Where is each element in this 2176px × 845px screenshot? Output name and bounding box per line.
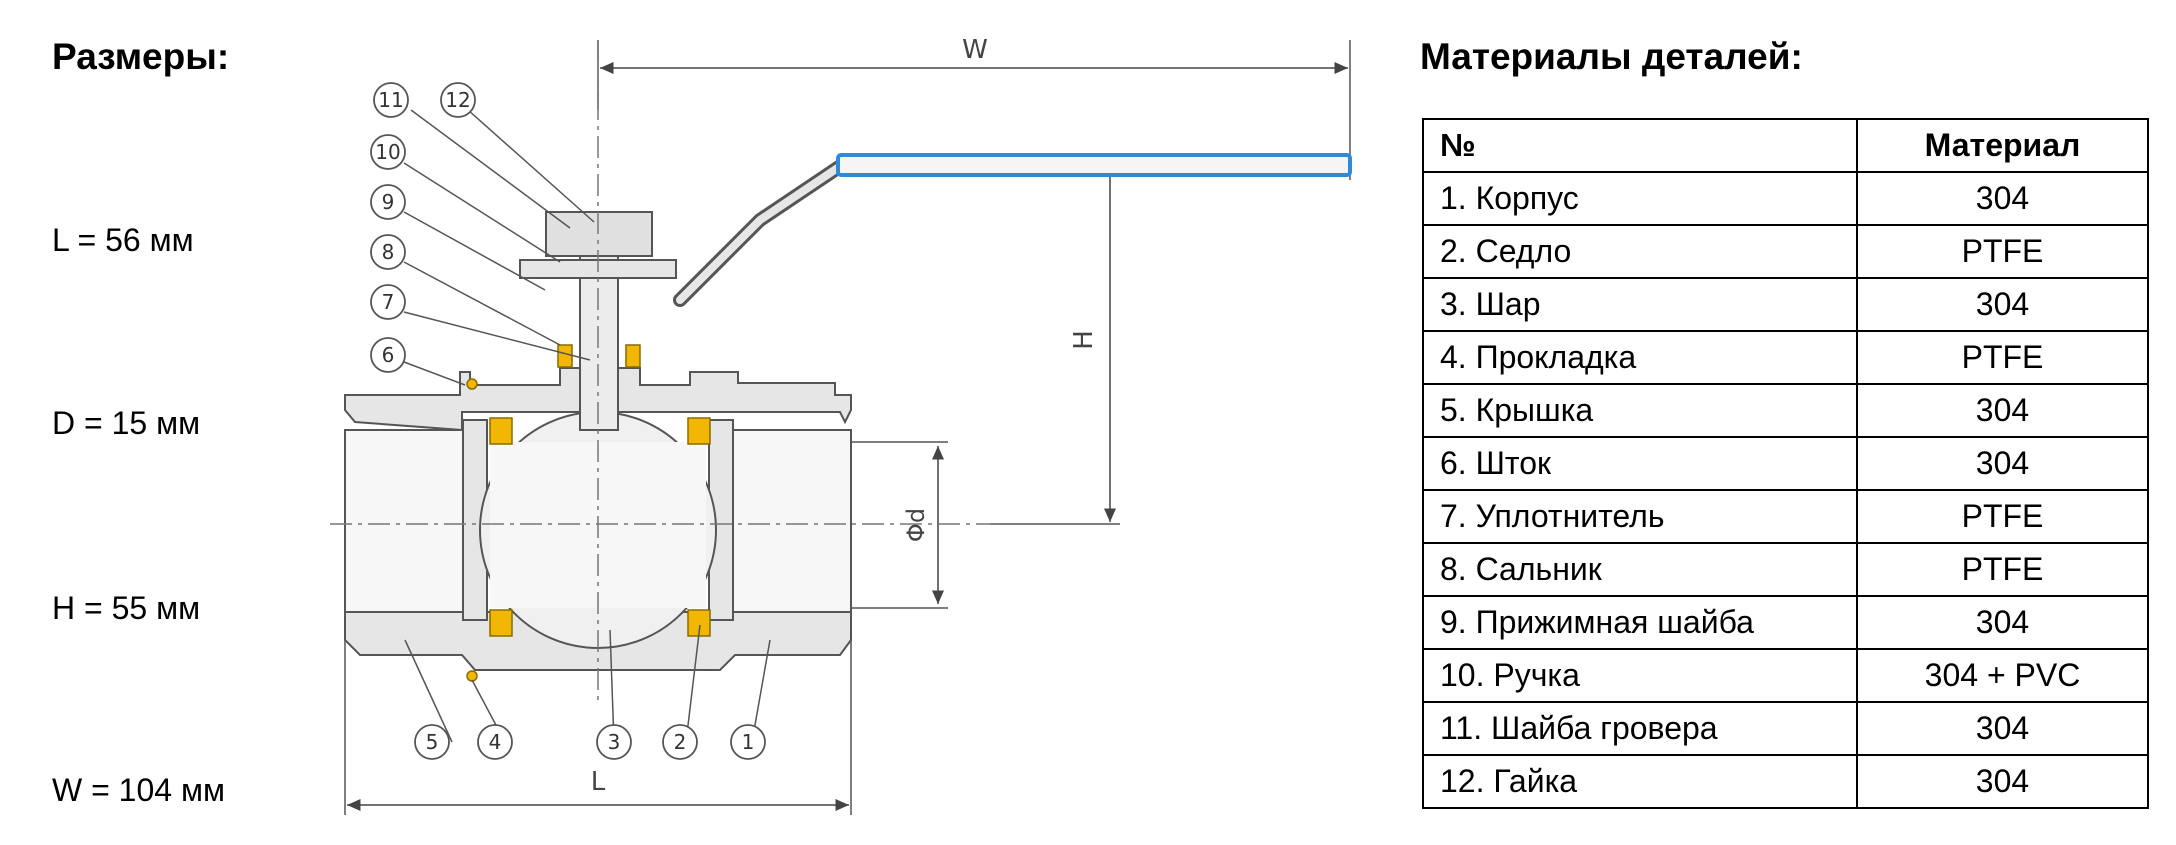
callout-5	[414, 724, 450, 760]
column-header-num: №	[1422, 118, 1858, 173]
part-material: PTFE	[1856, 224, 2149, 279]
callout-2	[662, 724, 698, 760]
callout-label-3: 3	[608, 730, 621, 754]
part-material: 304	[1856, 171, 2149, 226]
part-name: 9. Прижимная шайба	[1422, 595, 1858, 650]
part-material: PTFE	[1856, 489, 2149, 544]
part-name: 1. Корпус	[1422, 171, 1858, 226]
column-header-material: Материал	[1856, 118, 2149, 173]
part-material: 304	[1856, 754, 2149, 809]
callout-6	[370, 337, 406, 373]
callout-label-6: 6	[382, 343, 395, 367]
dimension-l: L = 56 мм	[52, 222, 194, 258]
dimensions-title: Размеры:	[52, 36, 230, 77]
materials-title: Материалы деталей:	[1420, 36, 1803, 77]
part-material: 304	[1856, 701, 2149, 756]
dim-label-d: Φd	[902, 508, 930, 542]
callout-7	[370, 284, 406, 320]
part-name: 6. Шток	[1422, 436, 1858, 491]
part-name: 5. Крышка	[1422, 383, 1858, 438]
callout-8	[370, 234, 406, 270]
part-name: 11. Шайба гровера	[1422, 701, 1858, 756]
callout-label-8: 8	[382, 240, 395, 264]
dim-label-l: L	[591, 767, 606, 797]
ball-valve-drawing: W H Φd L	[330, 35, 1352, 815]
callout-label-11: 11	[378, 88, 403, 112]
callout-12	[440, 82, 476, 118]
callout-label-2: 2	[674, 730, 687, 754]
dim-label-h: H	[1069, 330, 1099, 350]
part-material: 304	[1856, 277, 2149, 332]
part-name: 8. Сальник	[1422, 542, 1858, 597]
part-name: 2. Седло	[1422, 224, 1858, 279]
callout-label-4: 4	[489, 730, 502, 754]
handle-grip	[836, 153, 1352, 177]
dimension-h: H = 55 мм	[52, 590, 201, 626]
callout-label-10: 10	[375, 140, 400, 164]
dim-label-w: W	[962, 35, 988, 65]
part-material: 304 + PVC	[1856, 648, 2149, 703]
part-name: 4. Прокладка	[1422, 330, 1858, 385]
callout-label-5: 5	[426, 730, 439, 754]
callout-10	[370, 134, 406, 170]
callout-3	[596, 724, 632, 760]
part-material: 304	[1856, 595, 2149, 650]
callout-label-12: 12	[445, 88, 470, 112]
part-material: 304	[1856, 436, 2149, 491]
callout-9	[370, 184, 406, 220]
dimension-d: D = 15 мм	[52, 405, 201, 441]
part-material: PTFE	[1856, 542, 2149, 597]
callout-label-7: 7	[382, 290, 395, 314]
callout-label-1: 1	[742, 730, 755, 754]
part-material: PTFE	[1856, 330, 2149, 385]
part-name: 12. Гайка	[1422, 754, 1858, 809]
ptfe-seals	[466, 344, 711, 682]
part-material: 304	[1856, 383, 2149, 438]
callout-1	[730, 724, 766, 760]
part-name: 10. Ручка	[1422, 648, 1858, 703]
part-name: 3. Шар	[1422, 277, 1858, 332]
callout-11	[373, 82, 409, 118]
callout-4	[477, 724, 513, 760]
table-header-row: № Материал	[1422, 118, 2149, 173]
callout-label-9: 9	[382, 190, 395, 214]
part-name: 7. Уплотнитель	[1422, 489, 1858, 544]
dimension-w: W = 104 мм	[52, 772, 225, 808]
